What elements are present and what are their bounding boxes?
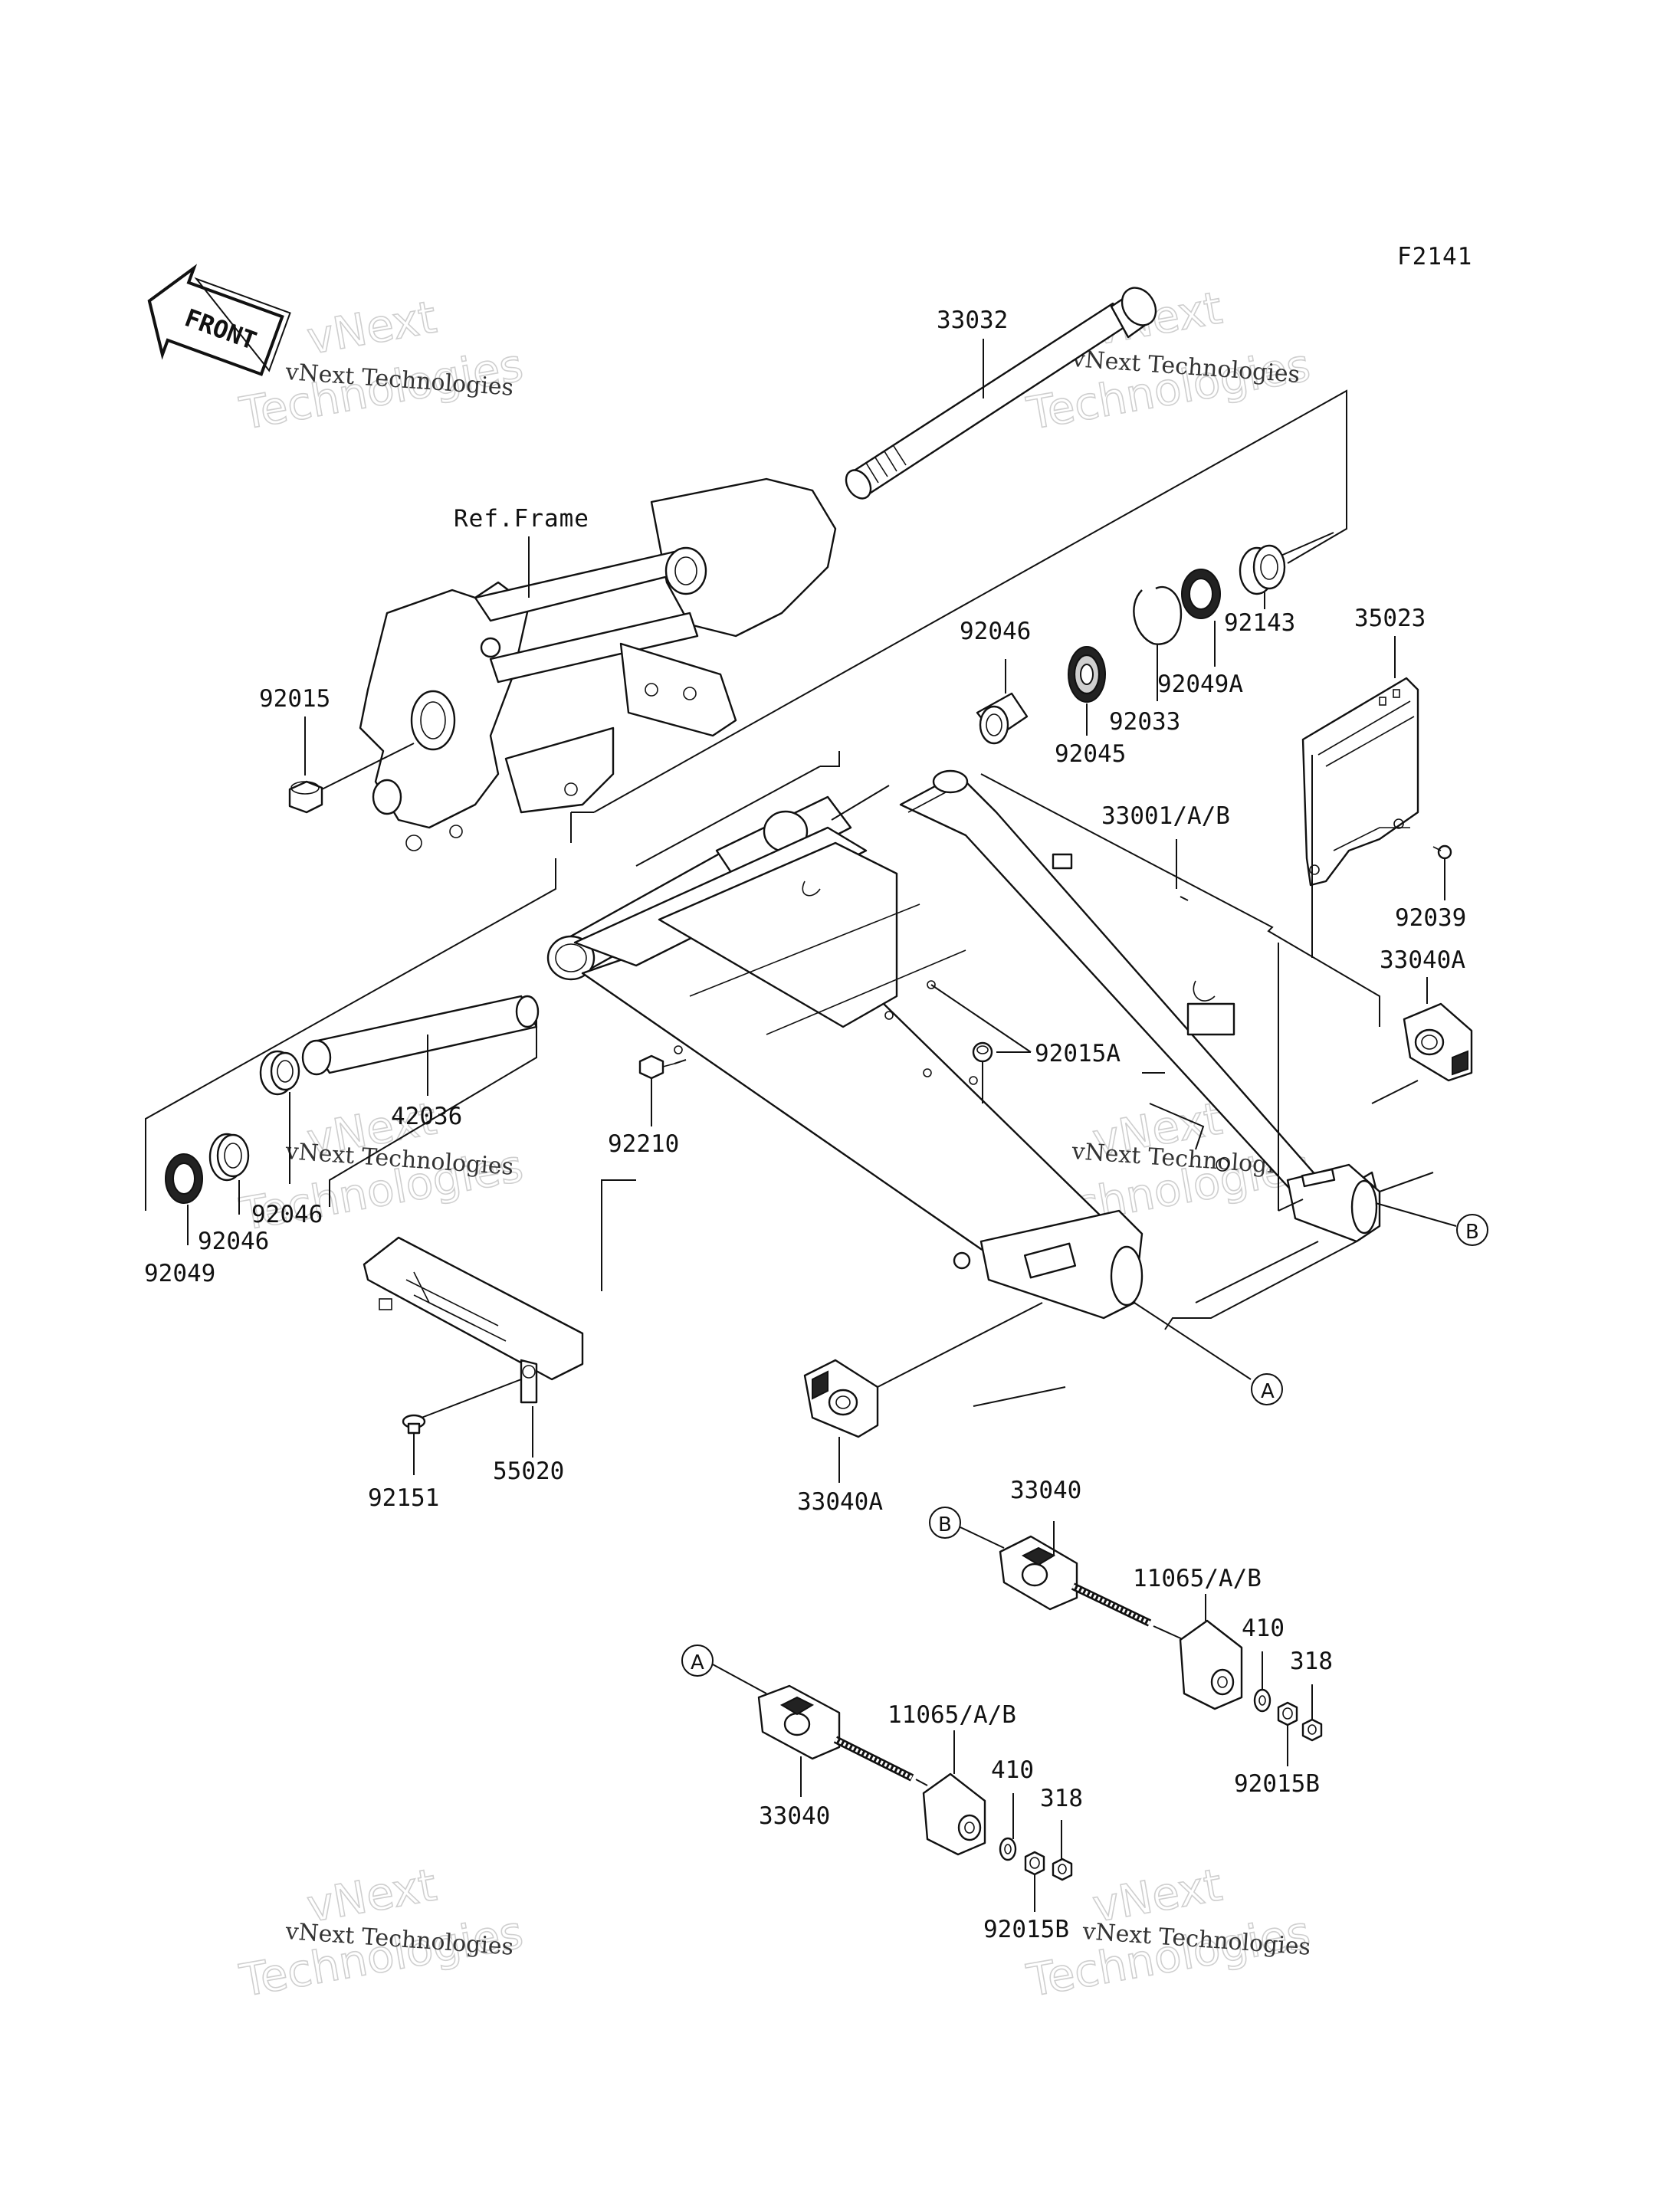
part-label-92033: 92033 xyxy=(1109,708,1180,736)
part-label-92015B-a: 92015B xyxy=(983,1916,1069,1943)
nut-92015B-b xyxy=(1277,1701,1298,1726)
adjuster-block-33040-b xyxy=(999,1535,1078,1611)
adjuster-block-33040-a xyxy=(757,1684,841,1760)
part-label-33040A-bottom: 33040A xyxy=(797,1488,883,1516)
seal-92049 xyxy=(165,1153,203,1204)
bearing-92045 xyxy=(1068,646,1106,703)
svg-text:A: A xyxy=(1261,1380,1275,1403)
part-label-92046-b: 92046 xyxy=(198,1228,269,1255)
callout-b-swingarm: B xyxy=(1375,1202,1488,1246)
adjuster-block-33040A-bottom xyxy=(803,1359,879,1438)
part-label-33040-b: 33040 xyxy=(1010,1477,1081,1504)
part-label-410-a: 410 xyxy=(991,1756,1034,1784)
part-label-33040A-right: 33040A xyxy=(1380,946,1465,974)
svg-text:B: B xyxy=(1465,1221,1479,1244)
chain-slider-55020 xyxy=(363,1236,584,1404)
part-label-55020: 55020 xyxy=(493,1458,564,1485)
ref-frame-label: Ref.Frame xyxy=(454,505,589,533)
part-label-92015: 92015 xyxy=(259,685,330,713)
part-label-92143: 92143 xyxy=(1224,609,1295,637)
part-label-92015A: 92015A xyxy=(1035,1040,1121,1067)
part-label-92039: 92039 xyxy=(1395,904,1466,932)
needle-bearing-92046-b xyxy=(208,1133,250,1182)
screw-92039 xyxy=(1432,844,1452,860)
part-label-33001: 33001/A/B xyxy=(1101,802,1230,830)
frame-reference xyxy=(359,477,837,851)
callout-b-assembly: B xyxy=(929,1507,961,1539)
bolt-92210 xyxy=(638,1054,675,1080)
part-label-318-b: 318 xyxy=(1290,1648,1333,1675)
part-label-92046-top: 92046 xyxy=(960,618,1031,645)
part-label-318-a: 318 xyxy=(1040,1785,1083,1812)
seal-92049A xyxy=(1181,569,1221,619)
circlip-92033 xyxy=(1133,585,1183,645)
part-label-92045: 92045 xyxy=(1055,740,1126,768)
callout-a-swingarm: A xyxy=(1134,1302,1283,1405)
part-label-92015B-b: 92015B xyxy=(1234,1770,1320,1798)
callout-a-assembly: A xyxy=(681,1644,714,1677)
nut-318-b xyxy=(1301,1718,1323,1742)
part-label-33032: 33032 xyxy=(937,307,1008,334)
nut-92015B-a xyxy=(1024,1851,1045,1876)
adjuster-cap-11065-b xyxy=(1179,1619,1243,1710)
front-arrow-icon: FRONT xyxy=(147,264,291,376)
part-label-92049: 92049 xyxy=(144,1260,215,1287)
cap-92143 xyxy=(1239,544,1286,595)
watermark-top-left: vNext Technologies vNext Technologies xyxy=(235,290,527,441)
part-label-35023: 35023 xyxy=(1354,605,1426,632)
part-label-11065-a: 11065/A/B xyxy=(888,1701,1016,1729)
chain-cover-35023 xyxy=(1301,677,1419,887)
part-label-92151: 92151 xyxy=(368,1484,439,1512)
part-label-11065-b: 11065/A/B xyxy=(1133,1565,1262,1592)
pivot-shaft xyxy=(845,287,1157,500)
nut-318-a xyxy=(1052,1858,1073,1881)
bolt-11065-b xyxy=(1071,1582,1152,1627)
needle-bearing-92046-top xyxy=(976,692,1029,745)
washer-410-b xyxy=(1253,1688,1271,1713)
svg-text:B: B xyxy=(938,1513,952,1536)
adjuster-cap-11065-a xyxy=(922,1772,986,1856)
svg-text:vNext: vNext xyxy=(304,290,441,364)
swingarm-33001 xyxy=(546,769,1381,1320)
part-label-33040-a: 33040 xyxy=(759,1802,830,1830)
part-label-42036: 42036 xyxy=(391,1103,462,1130)
part-label-410-b: 410 xyxy=(1242,1615,1285,1642)
adjuster-block-33040A-right xyxy=(1403,1002,1473,1082)
washer-410-a xyxy=(999,1837,1017,1861)
watermark-bottom-left: vNext Technologies vNext Technologies xyxy=(235,1858,527,2008)
svg-text:A: A xyxy=(691,1651,704,1674)
plug-92015A xyxy=(972,1041,993,1063)
nut-92015 xyxy=(288,780,323,814)
needle-bearing-92046-a xyxy=(259,1050,300,1096)
part-label-92210: 92210 xyxy=(608,1130,679,1158)
part-label-92049A: 92049A xyxy=(1157,671,1243,698)
figure-code: F2141 xyxy=(1397,243,1472,271)
part-label-92046-a: 92046 xyxy=(251,1201,323,1228)
screw-92151 xyxy=(402,1414,426,1435)
sleeve-42036 xyxy=(301,995,540,1076)
bolt-11065-a xyxy=(833,1736,914,1782)
